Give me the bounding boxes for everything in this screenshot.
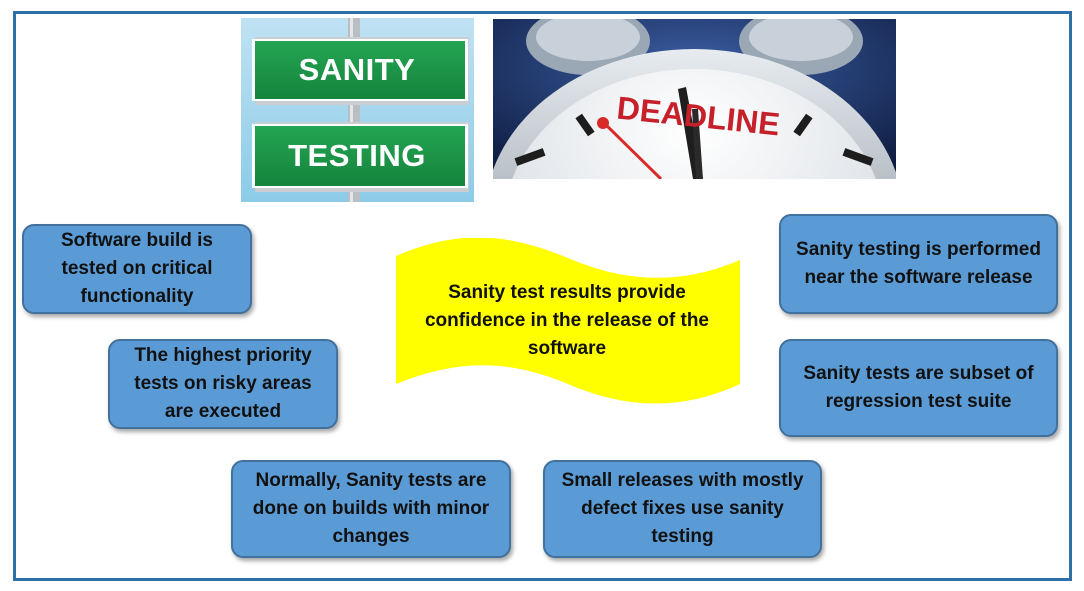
diagram-frame <box>13 11 1072 581</box>
point-text: Normally, Sanity tests are done on build… <box>252 470 490 547</box>
sign-label-testing: TESTING <box>288 138 426 173</box>
clock-graphic: DEADLINE <box>493 19 896 179</box>
point-text: Software build is tested on critical fun… <box>60 230 214 307</box>
point-box-regression-subset: Sanity tests are subset of regression te… <box>779 339 1058 437</box>
sign-label-sanity: SANITY <box>298 52 416 87</box>
point-box-critical-functionality: Software build is tested on critical fun… <box>22 224 252 314</box>
center-banner-text: Sanity test results provide confidence i… <box>424 282 710 359</box>
point-box-minor-changes: Normally, Sanity tests are done on build… <box>231 460 511 558</box>
point-text: Sanity tests are subset of regression te… <box>803 363 1034 412</box>
sign-graphic <box>241 18 474 202</box>
sanity-testing-sign-image: SANITY TESTING <box>241 18 474 202</box>
point-text: The highest priority tests on risky area… <box>134 345 312 422</box>
center-banner <box>396 238 740 404</box>
point-box-near-release: Sanity testing is performed near the sof… <box>779 214 1058 314</box>
point-text: Small releases with mostly defect fixes … <box>561 470 804 547</box>
point-box-high-priority-tests: The highest priority tests on risky area… <box>108 339 338 429</box>
point-text: Sanity testing is performed near the sof… <box>796 239 1041 288</box>
deadline-clock-image: DEADLINE <box>493 19 896 179</box>
point-box-small-releases: Small releases with mostly defect fixes … <box>543 460 822 558</box>
